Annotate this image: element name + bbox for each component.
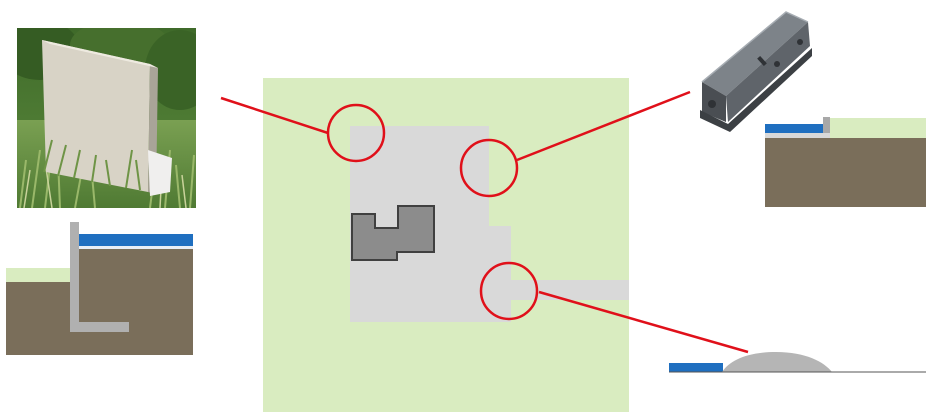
curb-stone bbox=[823, 117, 830, 133]
concrete-curb-block-icon bbox=[700, 12, 812, 132]
gravel-mound-section-icon bbox=[669, 352, 926, 372]
l-shaped-retaining-wall-section-icon bbox=[6, 222, 193, 355]
l-wall-footing bbox=[70, 322, 129, 332]
curb-edge-section-icon bbox=[765, 117, 926, 207]
concrete-l-wall-photo-icon bbox=[0, 20, 215, 208]
l-wall-stem bbox=[70, 222, 79, 332]
site-plan bbox=[263, 78, 629, 412]
